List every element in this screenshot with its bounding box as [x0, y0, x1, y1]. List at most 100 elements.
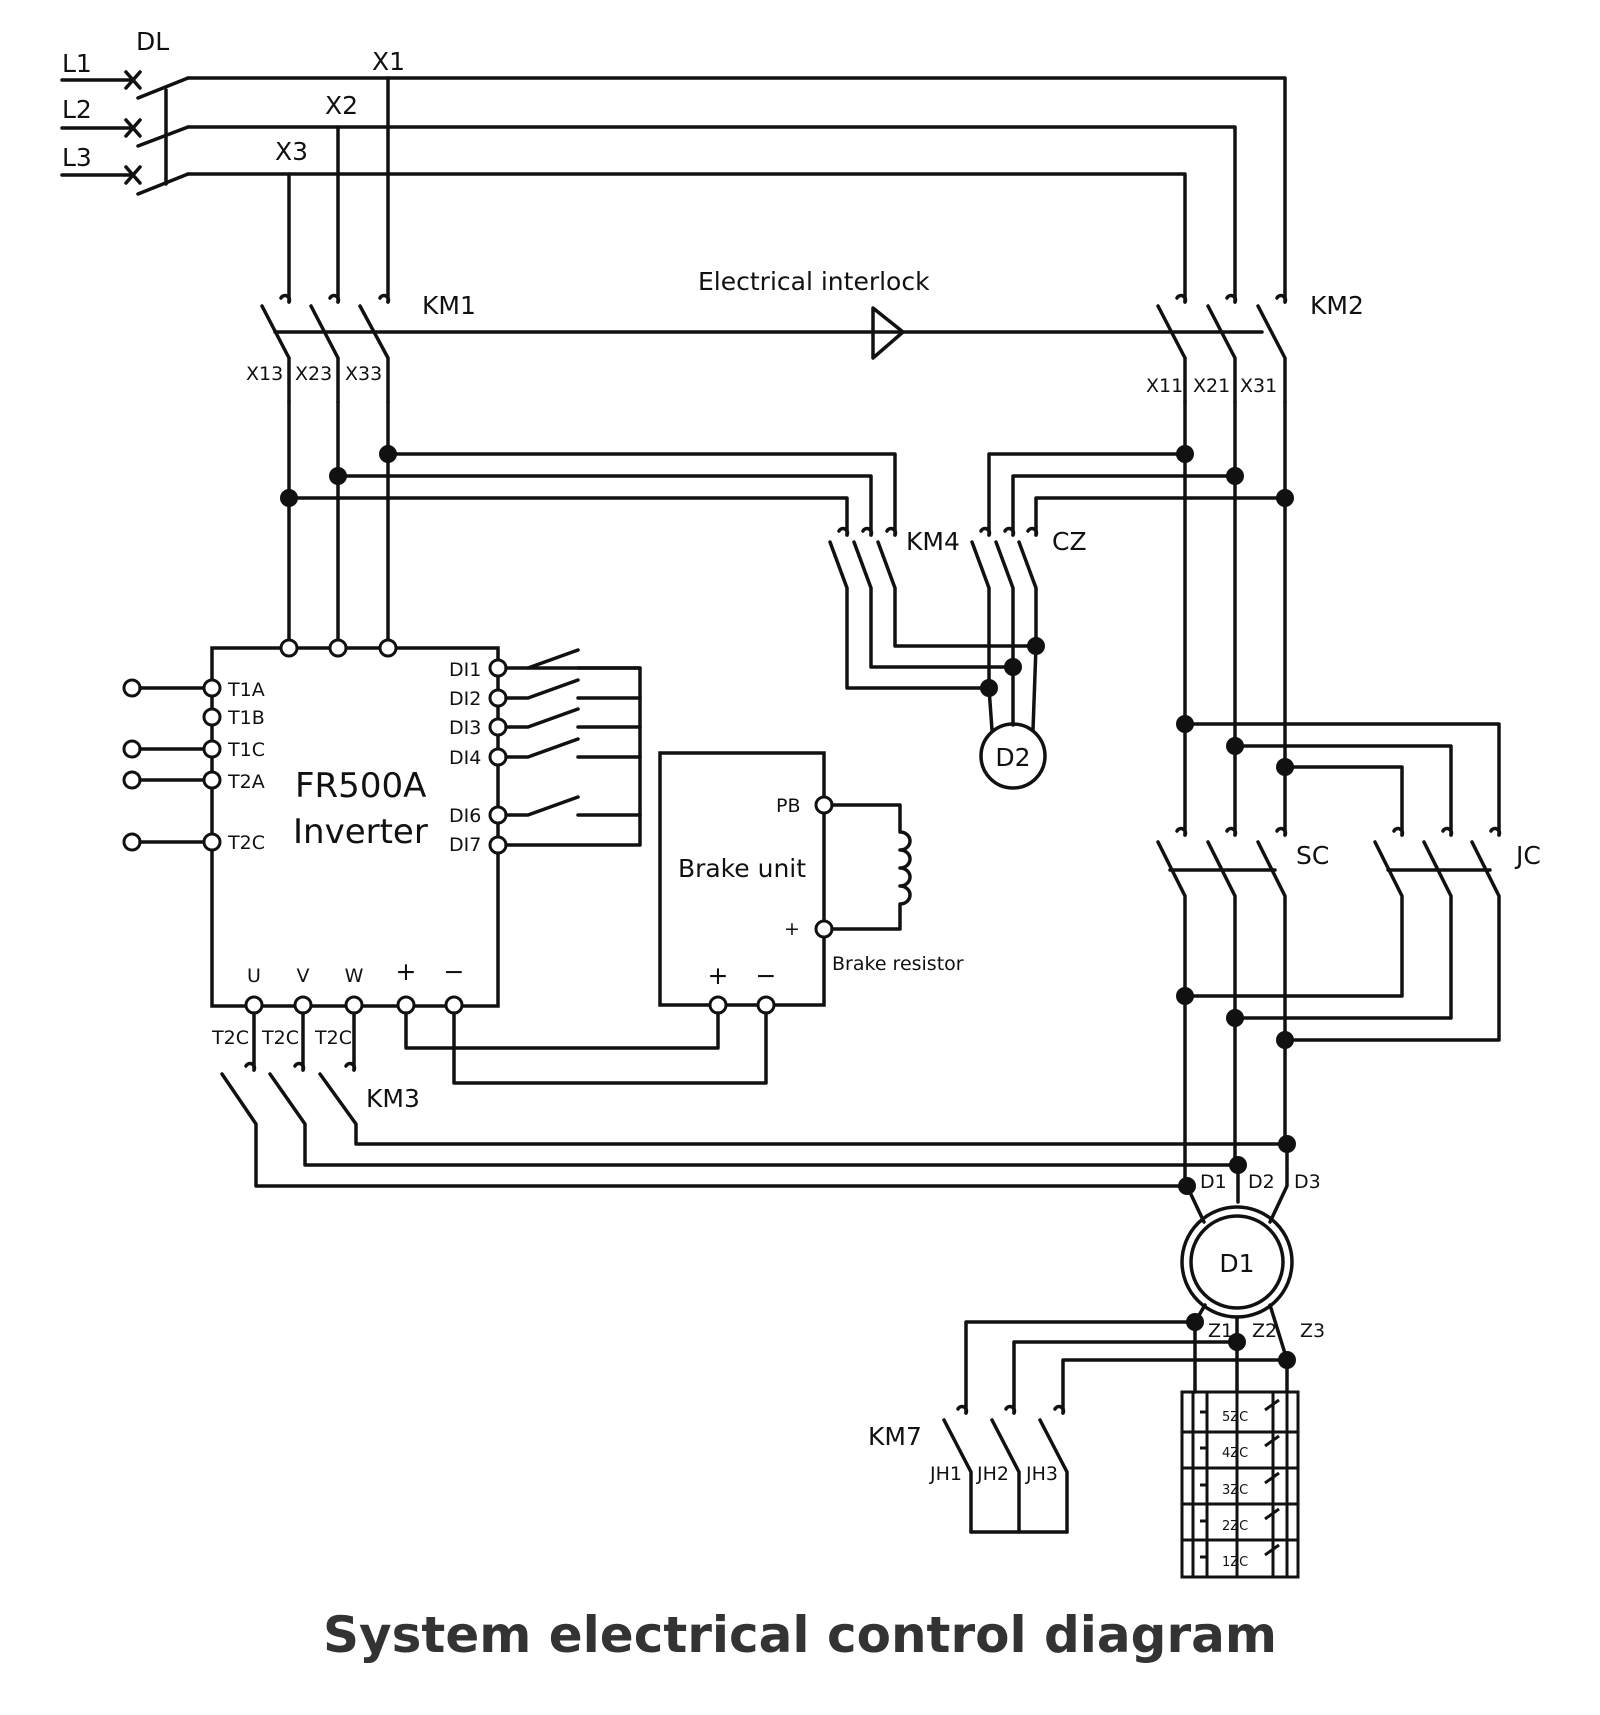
- brake-plus-right-label: +: [784, 918, 800, 940]
- output-v: V: [297, 965, 310, 987]
- inverter-digital-inputs: DI1 DI2 DI3 DI4 DI6 DI7: [449, 648, 642, 856]
- di6-switch: [504, 795, 642, 817]
- km3-contact-3: [318, 1072, 1289, 1146]
- supply-section: L1 L2 L3 DL X1 X2 X3: [60, 27, 1287, 304]
- output-minus: −: [444, 957, 465, 986]
- bus-x3: [186, 172, 1187, 304]
- rotor-terminal-z2: Z2: [1252, 1320, 1277, 1342]
- km4-label: KM4: [906, 527, 960, 556]
- km1-output-x13: X13: [246, 363, 283, 385]
- di4-switch: [504, 737, 642, 759]
- brake-minus-label: −: [756, 961, 777, 990]
- output-u: U: [247, 965, 261, 987]
- tap-x13-to-km4: [287, 496, 849, 537]
- km7-output-jh1: JH1: [929, 1463, 962, 1485]
- motor-d1-inner: [1189, 1214, 1285, 1310]
- jc-contact-1: [1183, 840, 1404, 998]
- d1-terminal-d3: D3: [1294, 1171, 1321, 1193]
- di2-switch: [504, 678, 642, 700]
- breaker-label: DL: [136, 27, 169, 56]
- input-di7: DI7: [449, 834, 481, 856]
- cz-label: CZ: [1052, 527, 1087, 556]
- inverter-relay-terminals: T1A T1B T1C T2A T2C: [122, 678, 265, 854]
- line-label-l3: L3: [62, 143, 92, 172]
- output-w: W: [345, 965, 364, 987]
- rotor-to-km7-3: [1061, 1358, 1289, 1415]
- bus-label-x3: X3: [275, 137, 308, 166]
- sc-jc-section: SC JC: [1156, 715, 1541, 1195]
- rotor-terminal-z3: Z3: [1300, 1320, 1325, 1342]
- km7-contact-1: [942, 1418, 973, 1534]
- motor-d1-label: D1: [1219, 1249, 1254, 1278]
- d1-terminal-d2: D2: [1248, 1171, 1275, 1193]
- tap-x33-to-km4: [386, 452, 897, 537]
- input-di4: DI4: [449, 747, 481, 769]
- line-label-l2: L2: [62, 95, 92, 124]
- brake-unit: Brake unit PB + Brake resistor + −: [404, 751, 964, 1085]
- jc-feed-1: [1183, 722, 1501, 837]
- diagram-title: System electrical control diagram: [323, 1606, 1277, 1664]
- dc-bus-plus: [404, 1011, 720, 1050]
- km1-contact-1: [260, 304, 291, 404]
- rotor-resistor-bank: 5ZC 4ZC 3ZC 2ZC 1ZC: [1180, 1320, 1300, 1579]
- km7-label: KM7: [868, 1422, 922, 1451]
- tap-x23-to-km4: [336, 474, 873, 537]
- km4-contact-1: [828, 540, 991, 690]
- input-di2: DI2: [449, 688, 481, 710]
- km2-label: KM2: [1310, 291, 1364, 320]
- di-common: [504, 666, 642, 847]
- breaker-x-l2: [124, 118, 142, 138]
- line-label-l1: L1: [62, 49, 92, 78]
- bus-x1: [186, 76, 1287, 304]
- inverter-output-terminals: U V W + −: [244, 957, 465, 1015]
- km2-contactor: KM2 X11 X21 X31: [1146, 291, 1364, 404]
- terminal-t2a: T2A: [227, 771, 265, 793]
- d2-feed-wires: [987, 644, 1038, 732]
- sc-contact-1: [1156, 840, 1187, 1188]
- km3-input-2: T2C: [261, 1027, 299, 1049]
- interlock-arrow: [871, 306, 905, 360]
- cz-contact-1: [970, 540, 991, 690]
- motor-d1: D1 D2 D3 D1 Z1 Z2 Z3: [1180, 1142, 1325, 1369]
- inverter-name: FR500A: [295, 766, 426, 806]
- km2-output-x21: X21: [1193, 375, 1230, 397]
- brake-resistor-label: Brake resistor: [832, 953, 964, 975]
- cz-contact-2: [994, 540, 1015, 669]
- breaker-blade-l1: [136, 76, 190, 100]
- output-plus: +: [396, 957, 417, 986]
- km3-contact-1: [220, 1072, 1189, 1188]
- bus-x2: [186, 125, 1237, 304]
- km2-contact-2: [1206, 304, 1237, 404]
- motor-d2-label: D2: [995, 743, 1030, 772]
- terminal-t1b: T1B: [227, 707, 265, 729]
- resistor-bank-frame: [1180, 1390, 1300, 1579]
- km2-contact-1: [1156, 304, 1187, 404]
- d1-terminal-d1: D1: [1200, 1171, 1227, 1193]
- input-di6: DI6: [449, 805, 481, 827]
- km1-contact-2: [309, 304, 340, 404]
- breaker-blade-l3: [136, 172, 190, 196]
- km1-label: KM1: [422, 291, 476, 320]
- bus-label-x1: X1: [372, 47, 405, 76]
- inverter-type: Inverter: [293, 812, 428, 852]
- terminal-t2c: T2C: [227, 832, 265, 854]
- motor-d2: D2: [979, 722, 1047, 790]
- km1-contact-3: [358, 304, 390, 404]
- breaker-x-l1: [124, 70, 142, 90]
- km3-contact-2: [268, 1072, 1240, 1167]
- km7-contact-3: [1038, 1418, 1069, 1534]
- sc-contact-2: [1206, 840, 1237, 1167]
- brake-plus-label: +: [708, 961, 729, 990]
- resistor-step-3zc: 3ZC: [1222, 1483, 1248, 1498]
- cz-contactor: CZ: [970, 526, 1087, 732]
- km3-contactor: T2C T2C T2C KM3: [211, 1011, 1289, 1188]
- km2-contact-3: [1256, 304, 1287, 404]
- brake-pb-label: PB: [776, 795, 801, 817]
- rotor-terminal-z1: Z1: [1208, 1320, 1233, 1342]
- bus-label-x2: X2: [325, 91, 358, 120]
- km3-label: KM3: [366, 1084, 420, 1113]
- km4-contactor: KM4: [828, 526, 1038, 690]
- km4-contact-3: [876, 540, 1038, 648]
- tap-x11-to-cz: [987, 452, 1187, 537]
- resistor-step-4zc: 4ZC: [1222, 1446, 1248, 1461]
